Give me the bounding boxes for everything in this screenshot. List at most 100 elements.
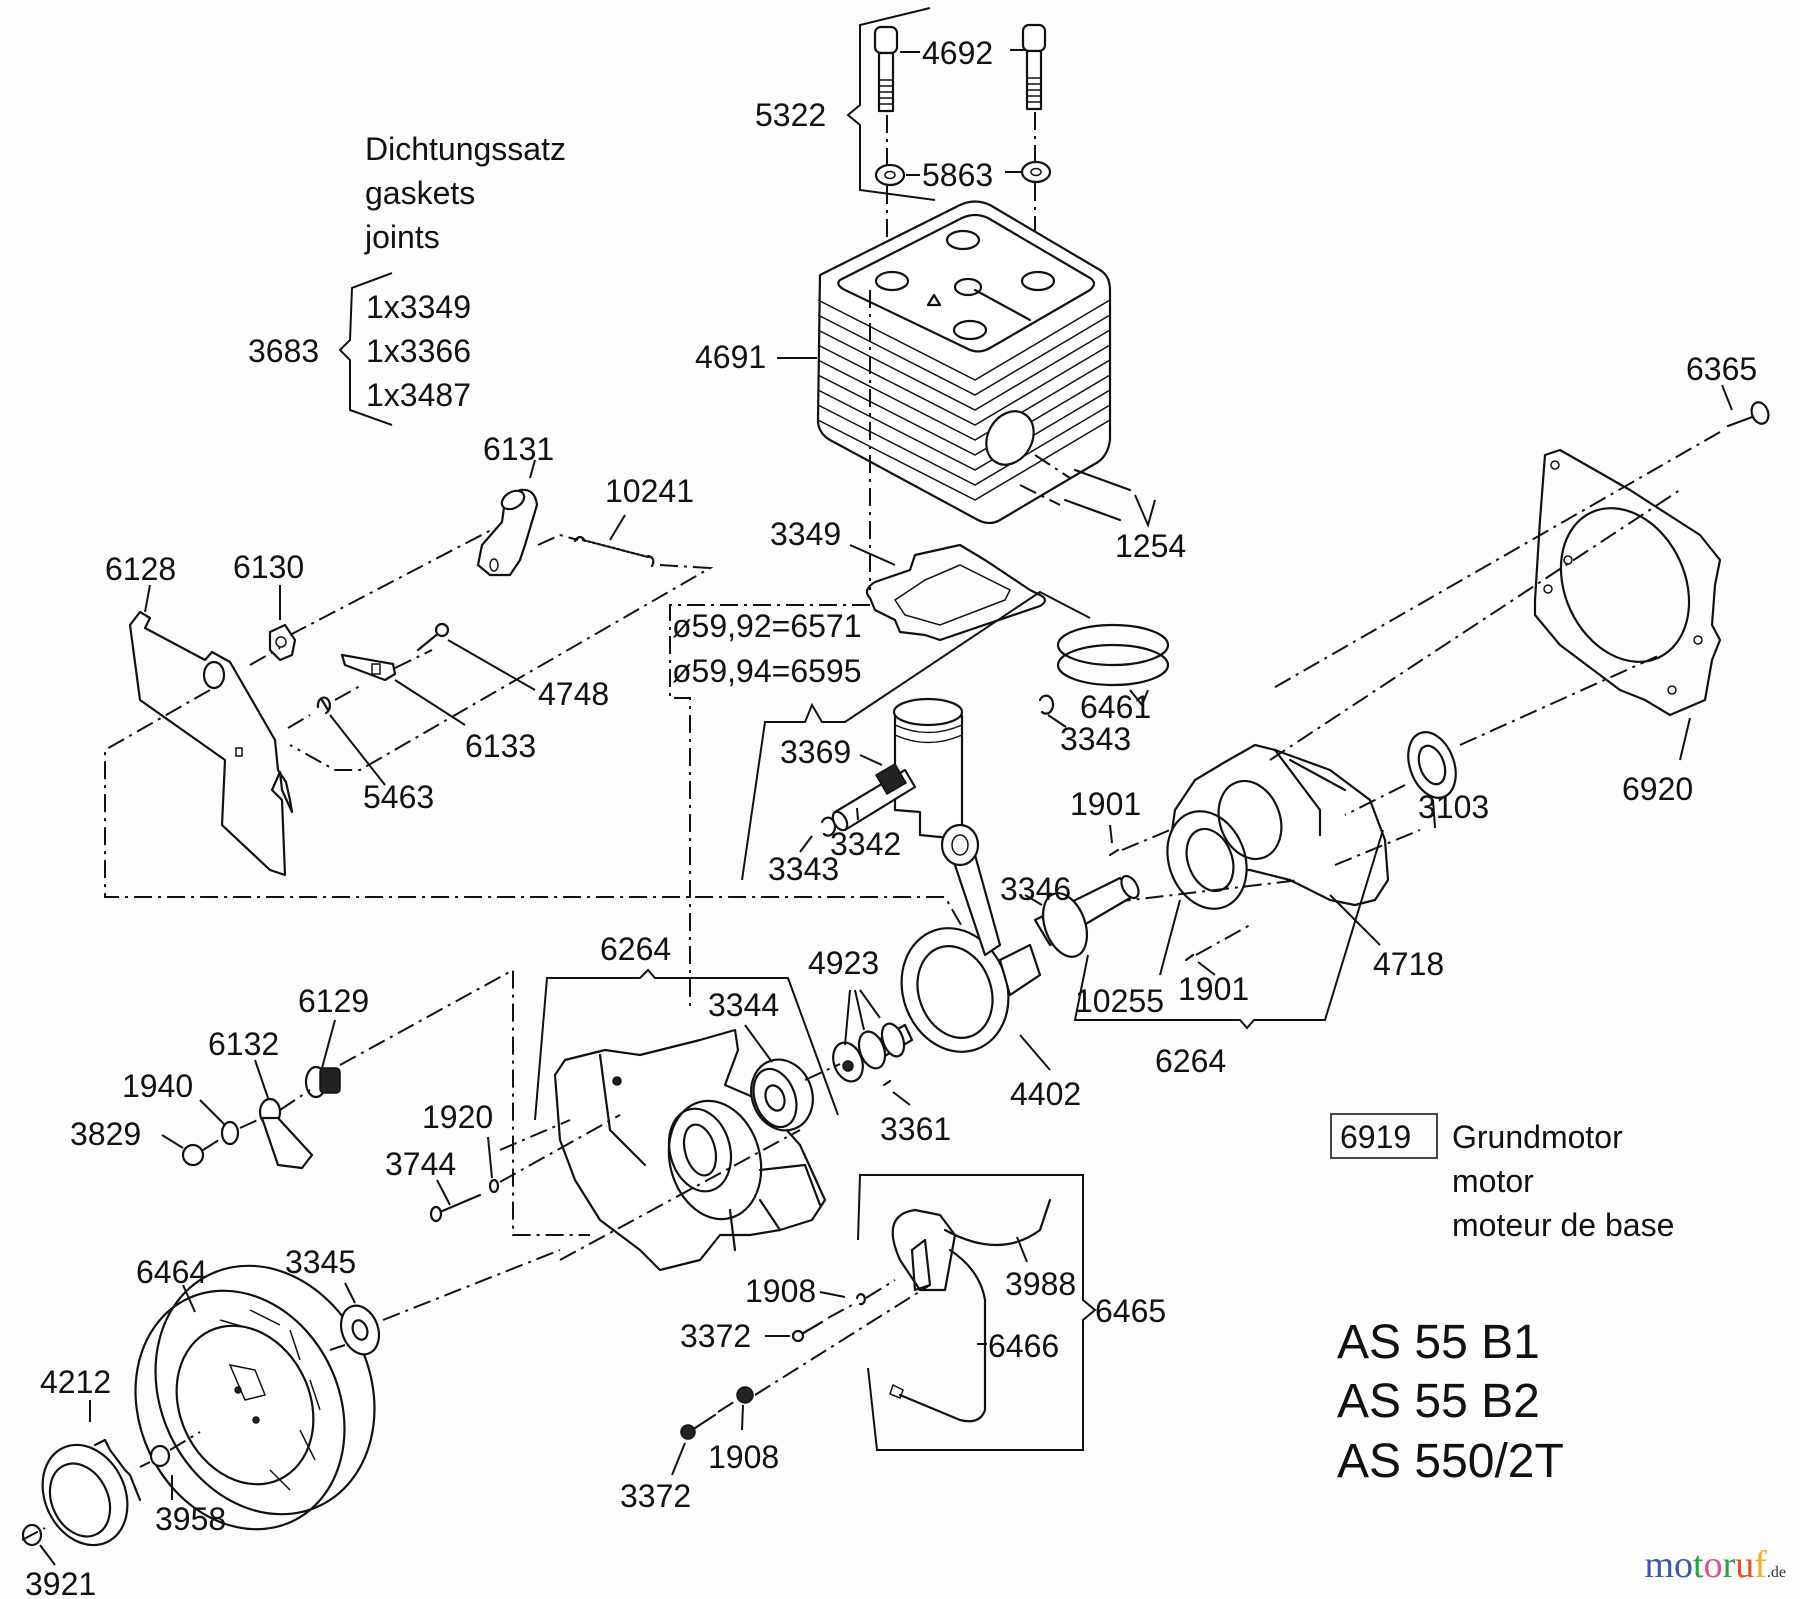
label-1908-lower: 1908 <box>708 1439 779 1475</box>
threaded-plug <box>304 1065 341 1099</box>
bolt-icon <box>873 25 899 113</box>
ignition-coil <box>889 1198 1052 1423</box>
screw-icon <box>416 622 450 652</box>
label-6264-right: 6264 <box>1155 1043 1226 1079</box>
label-3361: 3361 <box>880 1111 951 1147</box>
assembly-part-no: 6919 <box>1340 1119 1411 1155</box>
label-6264-left: 6264 <box>600 931 671 967</box>
label-3346: 3346 <box>1000 871 1071 907</box>
label-1908-upper: 1908 <box>745 1273 816 1309</box>
gasket-kit-item: 1x3366 <box>366 333 471 369</box>
logo-letter: t <box>1693 1544 1704 1586</box>
logo-letter: u <box>1735 1544 1755 1586</box>
piston-size-row: ø59,92=6571 <box>672 608 862 644</box>
label-3372-upper: 3372 <box>680 1318 751 1354</box>
piston-size-row: ø59,94=6595 <box>672 653 862 689</box>
label-4718: 4718 <box>1373 946 1444 982</box>
assembly-title-en: motor <box>1452 1163 1534 1199</box>
screw-icon <box>680 1413 717 1440</box>
label-3921: 3921 <box>25 1566 96 1599</box>
ignition-brace <box>857 1174 1097 1451</box>
label-6365: 6365 <box>1686 351 1757 387</box>
piston-pin <box>831 762 917 832</box>
dowel-pin-icon <box>1184 953 1195 962</box>
circlip-icon <box>1038 694 1055 715</box>
label-4923: 4923 <box>808 945 879 981</box>
assembly-part-box <box>1330 1113 1438 1159</box>
label-4748: 4748 <box>538 676 609 712</box>
con-rod-small-end <box>940 823 980 867</box>
washer-icon <box>488 1178 500 1194</box>
main-bearing <box>750 1058 814 1132</box>
screw-icon <box>791 1320 824 1343</box>
gasket-kit-title-fr: joints <box>364 219 440 255</box>
washer-icon <box>736 1386 754 1404</box>
cylinder-gasket <box>865 543 1047 642</box>
label-5463: 5463 <box>363 779 434 815</box>
throttle-pawl <box>340 653 397 682</box>
piston-group-brace <box>741 590 1091 881</box>
crankcase-left-brace <box>534 968 839 1121</box>
throttle-stop-bracket <box>258 1097 314 1170</box>
label-6129: 6129 <box>298 983 369 1019</box>
screw-icon <box>429 1193 482 1223</box>
dowel-pin-icon <box>1108 848 1120 857</box>
label-4691: 4691 <box>695 339 766 375</box>
gasket-kit-item: 1x3487 <box>366 377 471 413</box>
crankshaft <box>868 823 1140 1062</box>
washer-icon <box>149 1444 171 1468</box>
label-6465: 6465 <box>1095 1293 1166 1329</box>
clip-icon <box>316 696 331 715</box>
label-3958: 3958 <box>155 1501 226 1537</box>
washer-icon <box>874 163 906 187</box>
spring-icon <box>573 514 655 568</box>
watermark-logo: motoruf.de <box>1644 1543 1786 1587</box>
label-3344: 3344 <box>708 987 779 1023</box>
washer-icon <box>220 1120 240 1146</box>
label-6128: 6128 <box>105 551 176 587</box>
label-3103: 3103 <box>1418 789 1489 825</box>
gasket-kit-title-de: Dichtungssatz <box>365 131 566 167</box>
logo-letter: o <box>1703 1544 1723 1586</box>
logo-letter: o <box>1674 1544 1694 1586</box>
model-name: AS 55 B2 <box>1337 1375 1540 1428</box>
label-3342: 3342 <box>830 826 901 862</box>
label-5863: 5863 <box>922 157 993 193</box>
logo-tld: .de <box>1766 1564 1786 1581</box>
assembly-title-de: Grundmotor <box>1452 1119 1623 1155</box>
bolt-set-brace <box>846 7 936 201</box>
assembly-title-fr: moteur de base <box>1452 1207 1674 1243</box>
label-6466: 6466 <box>988 1328 1059 1364</box>
label-1920: 1920 <box>422 1099 493 1135</box>
gasket-kit-item: 1x3349 <box>366 289 471 325</box>
label-6132: 6132 <box>208 1026 279 1062</box>
label-4212: 4212 <box>40 1364 111 1400</box>
logo-letter: m <box>1644 1544 1675 1586</box>
label-3988: 3988 <box>1005 1266 1076 1302</box>
seal-ring-icon <box>1041 892 1089 958</box>
label-1901-lower: 1901 <box>1178 971 1249 1007</box>
stud-icon <box>1019 454 1156 528</box>
crankcase-right-brace <box>1073 829 1384 1030</box>
washer-icon <box>1020 160 1052 184</box>
lock-washer-icon <box>855 1293 866 1306</box>
logo-letter: r <box>1722 1544 1736 1586</box>
crankcase-gasket-plate <box>1533 448 1722 717</box>
logo-letter: f <box>1754 1544 1767 1586</box>
label-3343-upper: 3343 <box>1060 721 1131 757</box>
label-3744: 3744 <box>385 1146 456 1182</box>
label-1254: 1254 <box>1115 528 1186 564</box>
bolt-icon <box>1021 23 1047 111</box>
label-3369: 3369 <box>780 734 851 770</box>
label-10255: 10255 <box>1075 983 1164 1019</box>
model-name: AS 55 B1 <box>1337 1316 1540 1369</box>
label-6131: 6131 <box>483 431 554 467</box>
screw-icon <box>1721 384 1770 428</box>
label-1940: 1940 <box>122 1068 193 1104</box>
gasket-kit-title-en: gaskets <box>365 175 475 211</box>
piston-rings <box>1056 623 1170 707</box>
label-4402: 4402 <box>1010 1076 1081 1112</box>
label-10241: 10241 <box>605 473 694 509</box>
label-3345: 3345 <box>285 1244 356 1280</box>
